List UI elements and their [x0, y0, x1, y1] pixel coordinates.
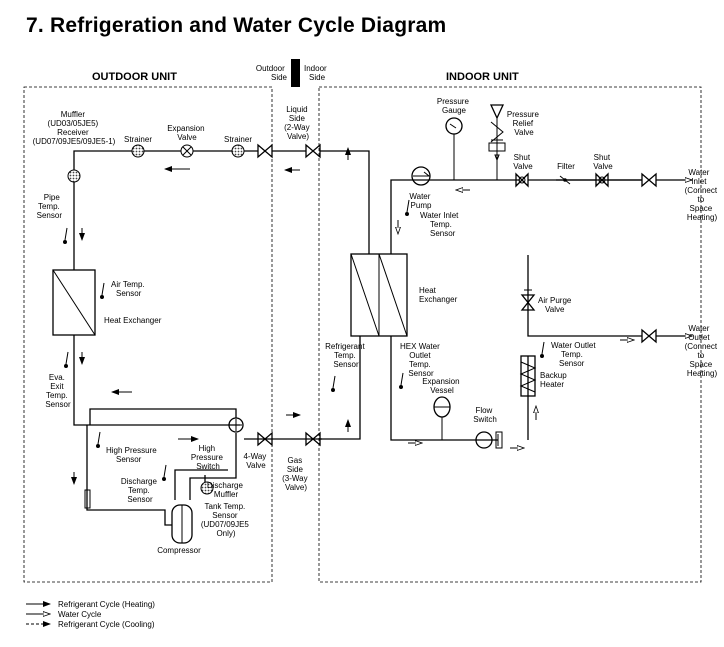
- strainer-right-icon: [231, 144, 245, 158]
- water-inlet-label: Water Inlet (Connect to Space Heating): [685, 168, 720, 222]
- high-pressure-sensor-label: High Pressure Sensor: [106, 446, 159, 464]
- pipe-temp-sensor-label: Pipe Temp. Sensor: [37, 193, 63, 220]
- discharge-muffler-label: Discharge Muffler: [207, 481, 245, 499]
- strainer-left-label: Strainer: [124, 135, 152, 144]
- expansion-vessel-label: Expansion Vessel: [422, 377, 462, 395]
- liquid-side-valve-1-icon: [257, 143, 273, 159]
- water-outlet-temp-sensor-icon: [540, 341, 545, 358]
- muffler-receiver-icon: [67, 169, 81, 183]
- shut-valve-2-label: Shut Valve: [593, 153, 613, 171]
- filter-label: Filter: [557, 162, 575, 171]
- outdoor-side-label: Outdoor Side: [256, 64, 288, 82]
- four-way-valve-icon: [228, 417, 244, 433]
- indoor-unit-frame: [318, 86, 702, 583]
- indoor-heat-exchanger-label: Heat Exchanger: [419, 286, 458, 304]
- discharge-temp-sensor-label: Discharge Temp. Sensor: [121, 477, 159, 504]
- discharge-muffler-icon: [200, 481, 214, 495]
- indoor-unit-heading: INDOOR UNIT: [446, 71, 519, 83]
- hex-water-outlet-sensor-label: HEX Water Outlet Temp. Sensor: [400, 342, 442, 378]
- outdoor-unit-heading: OUTDOOR UNIT: [92, 71, 177, 83]
- strainer-left-icon: [131, 144, 145, 158]
- water-inlet-valve-icon: [641, 172, 657, 188]
- liquid-side-label: Liquid Side (2-Way Valve): [284, 105, 312, 141]
- air-purge-valve-label: Air Purge Valve: [538, 296, 574, 314]
- pressure-gauge-label: Pressure Gauge: [437, 97, 471, 115]
- accumulator-icon: [84, 489, 91, 509]
- legend-item-water: Water Cycle: [26, 610, 102, 619]
- gas-side-label: Gas Side (3-Way Valve): [282, 456, 310, 492]
- air-temp-sensor-label: Air Temp. Sensor: [111, 280, 147, 298]
- eva-exit-sensor-icon: [64, 351, 69, 368]
- air-temp-sensor-icon: [100, 282, 105, 299]
- eva-exit-sensor-label: Eva. Exit Temp. Sensor: [45, 373, 71, 409]
- water-pump-label: Water Pump: [409, 192, 432, 210]
- water-inlet-temp-sensor-icon: [405, 199, 410, 216]
- water-inlet-temp-sensor-label: Water Inlet Temp. Sensor: [420, 211, 461, 238]
- pressure-relief-valve-label: Pressure Relief Valve: [507, 110, 541, 137]
- high-pressure-switch-label: High Pressure Switch: [191, 444, 225, 471]
- expansion-valve-label: Expansion Valve: [167, 124, 207, 142]
- side-divider: [291, 59, 300, 87]
- legend-item-cooling: Refrigerant Cycle (Cooling): [26, 620, 155, 629]
- air-purge-valve-icon: [520, 294, 536, 311]
- pressure-relief-valve-icon: [489, 104, 505, 120]
- pressure-gauge-icon: [445, 117, 463, 135]
- backup-heater-icon: [520, 355, 536, 397]
- discharge-temp-sensor-icon: [162, 464, 167, 481]
- water-outlet-valve-icon: [641, 328, 657, 344]
- compressor-label: Compressor: [157, 546, 201, 555]
- backup-heater-label: Backup Heater: [540, 371, 569, 389]
- tank-temp-sensor-label: Tank Temp. Sensor (UD07/09JE5 Only): [201, 502, 251, 538]
- outdoor-heat-exchanger-icon: [52, 269, 96, 336]
- legend-item-heating: Refrigerant Cycle (Heating): [26, 600, 155, 609]
- water-outlet-temp-sensor-label: Water Outlet Temp. Sensor: [551, 341, 598, 368]
- refrigerant-temp-sensor-icon: [331, 375, 336, 392]
- outdoor-unit-frame: [23, 86, 273, 583]
- legend: Refrigerant Cycle (Heating) Water Cycle …: [26, 600, 155, 629]
- indoor-side-label: Indoor Side: [304, 64, 329, 82]
- gas-side-valve-1-icon: [257, 431, 273, 447]
- water-outlet-label: Water Outlet (Connect to Space Heating): [685, 324, 720, 378]
- svg-text:Refrigerant Cycle (Heating): Refrigerant Cycle (Heating): [58, 600, 155, 609]
- svg-text:Refrigerant Cycle (Cooling): Refrigerant Cycle (Cooling): [58, 620, 155, 629]
- pipe-temp-sensor-icon: [63, 227, 68, 244]
- outdoor-heat-exchanger-label: Heat Exchanger: [104, 316, 162, 325]
- shut-valve-1-label: Shut Valve: [513, 153, 533, 171]
- gas-side-valve-2-icon: [305, 431, 321, 447]
- flow-switch-label: Flow Switch: [473, 406, 497, 424]
- svg-text:Water Cycle: Water Cycle: [58, 610, 102, 619]
- four-way-valve-label: 4-Way Valve: [243, 452, 268, 470]
- water-pump-icon: [411, 166, 431, 186]
- strainer-right-label: Strainer: [224, 135, 252, 144]
- page-title: 7. Refrigeration and Water Cycle Diagram: [26, 14, 447, 37]
- refrigerant-temp-sensor-label: Refrigerant Temp. Sensor: [325, 342, 367, 369]
- high-pressure-sensor-icon: [96, 431, 101, 448]
- liquid-side-valve-2-icon: [305, 143, 321, 159]
- muffler-receiver-label: Muffler (UD03/05JE5) Receiver (UD07/09JE…: [33, 110, 116, 146]
- hex-water-outlet-temp-sensor-icon: [399, 372, 404, 389]
